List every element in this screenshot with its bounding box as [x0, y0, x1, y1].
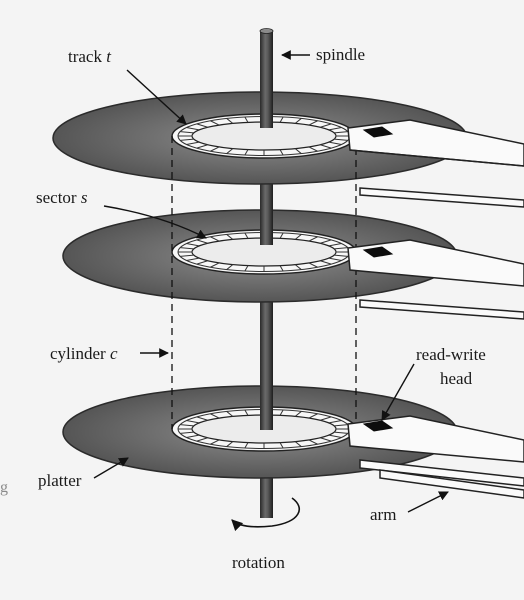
cylinder-outline: [171, 136, 357, 429]
arrow-track: [126, 69, 187, 125]
sector-divider: [186, 243, 200, 247]
platter-bottom: [62, 385, 458, 479]
sector-divider: [334, 131, 348, 134]
sector-divider: [320, 260, 332, 265]
sector-divider: [210, 413, 220, 419]
sector-divider: [244, 116, 249, 123]
sector-divider: [294, 411, 302, 417]
sector-divider: [186, 257, 200, 261]
sector-divider: [334, 254, 348, 257]
sector-divider: [320, 437, 332, 442]
sector-divider: [244, 409, 249, 416]
spindle-top: [260, 30, 273, 128]
sector-divider: [328, 243, 342, 247]
sector-divider: [180, 431, 194, 434]
sector-divider: [308, 439, 318, 445]
label-sector: sector s: [36, 188, 88, 207]
spindle-middle-lower: [260, 270, 273, 430]
label-platter: platter: [38, 471, 82, 490]
sector-divider: [196, 144, 208, 149]
arrow-arm: [407, 491, 449, 513]
label-track: track t: [68, 47, 112, 66]
sector-divider: [320, 123, 332, 128]
sector-divider: [279, 265, 284, 272]
sector-divider: [279, 442, 284, 449]
sector-divider: [244, 442, 249, 449]
sector-divider: [210, 439, 220, 445]
sector-divider: [328, 127, 342, 131]
sector-divider: [186, 127, 200, 131]
label-read-write-line2: head: [440, 369, 473, 388]
sector-divider: [328, 141, 342, 145]
sector-divider: [210, 236, 220, 242]
sector-divider: [320, 239, 332, 244]
sector-divider: [186, 420, 200, 424]
sector-divider: [294, 264, 302, 270]
sector-divider: [328, 434, 342, 438]
sector-divider: [226, 118, 234, 124]
sector-divider: [308, 262, 318, 268]
sector-divider: [180, 247, 194, 250]
sector-divider: [308, 120, 318, 126]
label-arm: arm: [370, 505, 396, 524]
sector-divider: [294, 441, 302, 447]
margin-mark: g: [0, 479, 8, 496]
sector-divider: [186, 434, 200, 438]
sector-divider: [334, 247, 348, 250]
sector-divider: [226, 411, 234, 417]
sector-divider: [226, 234, 234, 240]
sector-divider: [226, 148, 234, 154]
arrow-platter: [93, 457, 129, 479]
sector-divider: [308, 236, 318, 242]
label-cylinder: cylinder c: [50, 344, 118, 363]
sector-divider: [279, 232, 284, 239]
arm-assembly: [347, 119, 524, 499]
label-rotation: rotation: [232, 553, 285, 572]
sector-divider: [279, 149, 284, 156]
sector-divider: [196, 437, 208, 442]
sector-divider: [308, 413, 318, 419]
label-read-write-line1: read-write: [416, 345, 486, 364]
sector-divider: [244, 232, 249, 239]
sector-divider: [279, 116, 284, 123]
sector-divider: [210, 120, 220, 126]
sector-divider: [320, 144, 332, 149]
sector-divider: [279, 409, 284, 416]
sector-divider: [186, 141, 200, 145]
sector-divider: [328, 257, 342, 261]
read-write-heads: [362, 126, 394, 432]
sector-divider: [210, 146, 220, 152]
sector-divider: [334, 138, 348, 141]
sector-divider: [328, 420, 342, 424]
sector-divider: [244, 265, 249, 272]
rotation-arrow: [231, 497, 301, 532]
sector-divider: [180, 138, 194, 141]
sector-divider: [196, 416, 208, 421]
sector-divider: [244, 149, 249, 156]
sector-divider: [196, 239, 208, 244]
sector-divider: [334, 424, 348, 427]
sector-divider: [226, 441, 234, 447]
sector-divider: [210, 262, 220, 268]
sector-divider: [334, 431, 348, 434]
arrow-read-write-head: [381, 363, 415, 421]
sector-divider: [294, 148, 302, 154]
sector-divider: [180, 424, 194, 427]
sector-divider: [308, 146, 318, 152]
label-spindle: spindle: [316, 45, 365, 64]
sector-divider: [226, 264, 234, 270]
sector-divider: [180, 254, 194, 257]
sector-divider: [180, 131, 194, 134]
sector-divider: [196, 123, 208, 128]
sector-divider: [196, 260, 208, 265]
arrow-sector: [103, 205, 207, 239]
sector-divider: [294, 118, 302, 124]
sector-divider: [320, 416, 332, 421]
sector-divider: [294, 234, 302, 240]
